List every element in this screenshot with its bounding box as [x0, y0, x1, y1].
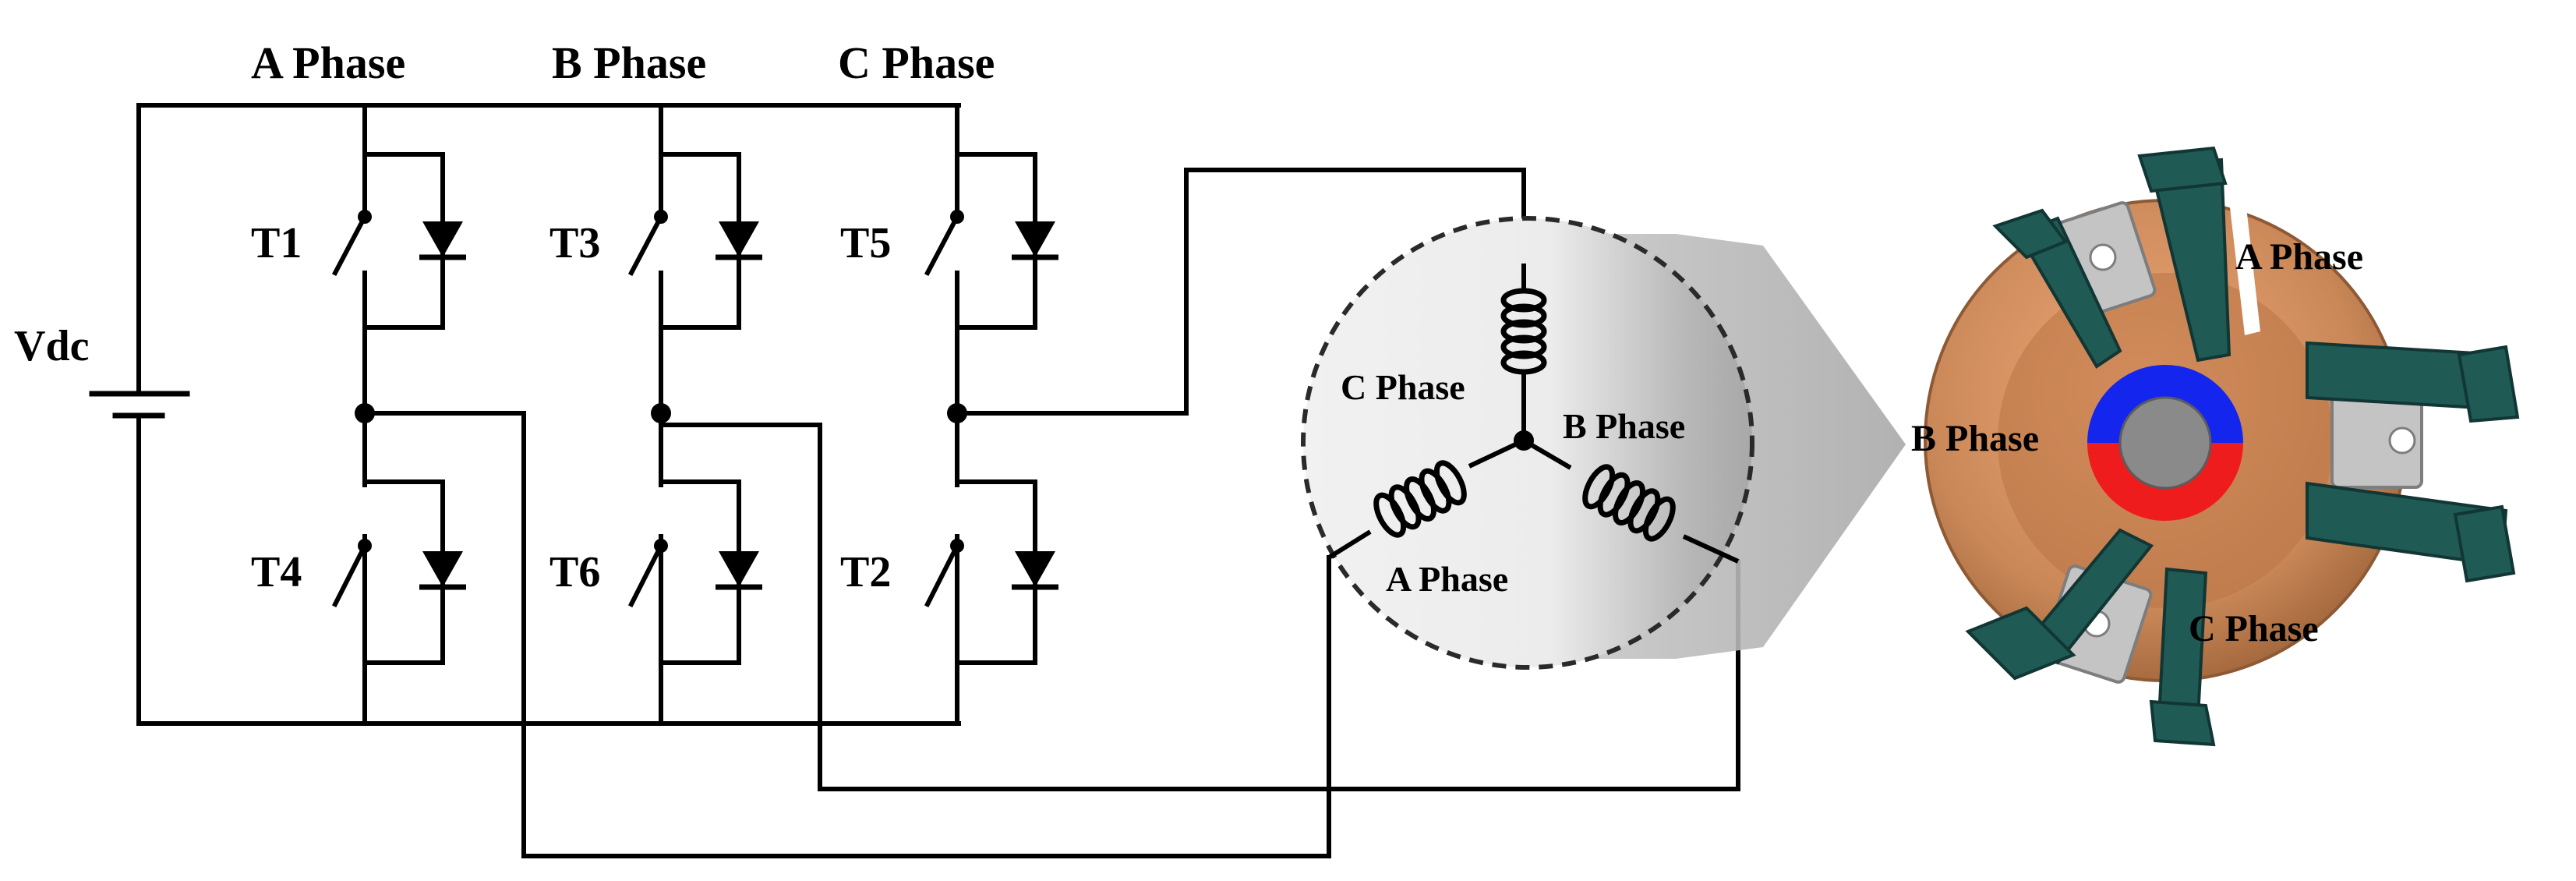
winding-b-coil: [1582, 464, 1676, 542]
winding-b-label: B Phase: [1563, 406, 1685, 446]
node-c: [947, 403, 967, 423]
switch-t3-blade: [627, 213, 665, 277]
header-c-phase: C Phase: [838, 37, 995, 88]
label-t2: T2: [840, 548, 891, 596]
label-t1: T1: [251, 219, 302, 267]
motor-a-label: A Phase: [2235, 236, 2363, 278]
switch-t6-blade: [627, 542, 665, 608]
leg-b: [627, 103, 741, 726]
inverter: [89, 103, 1740, 858]
label-t5: T5: [840, 219, 891, 267]
winding-c-coil: [1500, 288, 1547, 375]
switch-t2-blade: [924, 542, 961, 608]
vdc-label: Vdc: [14, 322, 89, 370]
winding-c-label: C Phase: [1341, 367, 1465, 407]
star-neutral-point: [1514, 430, 1534, 451]
winding-a-coil: [1373, 460, 1467, 538]
rotor-shaft: [2118, 396, 2212, 490]
winding-a-label: A Phase: [1386, 559, 1508, 599]
switch-t5-blade: [924, 213, 961, 277]
wire-phase-a: [362, 411, 1331, 858]
node-a: [355, 403, 375, 423]
switch-t4-blade: [331, 542, 369, 608]
switch-pivots: [355, 210, 967, 553]
label-t4: T4: [251, 548, 302, 596]
header-a-phase: A Phase: [251, 37, 405, 88]
motor-3d: A Phase B Phase C Phase: [1911, 146, 2520, 747]
switch-t1-blade: [331, 213, 369, 277]
wire-phase-c: [955, 168, 1526, 416]
stator-poles: [1965, 146, 2520, 747]
header-b-phase: B Phase: [552, 37, 706, 88]
wire-phase-b: [659, 423, 1740, 791]
label-t6: T6: [549, 548, 600, 596]
node-b: [651, 403, 671, 423]
winding-bubble: C Phase B Phase A Phase: [1301, 216, 1754, 670]
motor-b-label: B Phase: [1911, 418, 2039, 459]
label-t3: T3: [549, 219, 600, 267]
motor-c-label: C Phase: [2189, 608, 2319, 649]
